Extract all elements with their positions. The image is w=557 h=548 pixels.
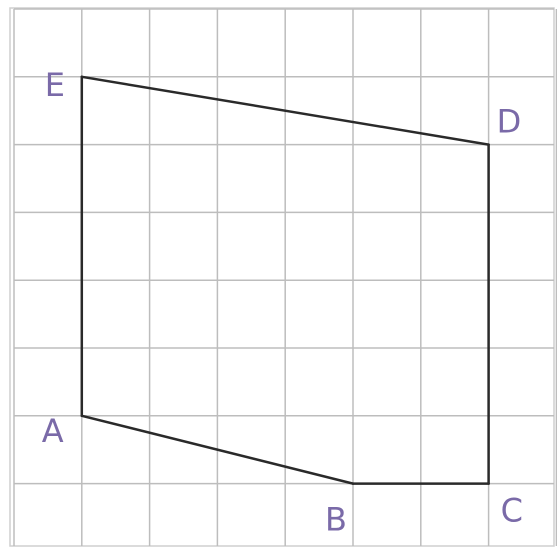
grid-lines xyxy=(13,8,557,546)
edge-de xyxy=(80,75,490,146)
point-labels: A B C D E xyxy=(42,66,523,539)
polygon-edges xyxy=(80,75,490,485)
point-label-e: E xyxy=(45,66,65,104)
outer-frame xyxy=(9,7,555,547)
point-label-d: D xyxy=(497,103,522,141)
edge-ab xyxy=(80,414,355,485)
point-label-c: C xyxy=(501,492,523,530)
point-label-a: A xyxy=(42,412,64,450)
point-label-b: B xyxy=(325,501,347,539)
